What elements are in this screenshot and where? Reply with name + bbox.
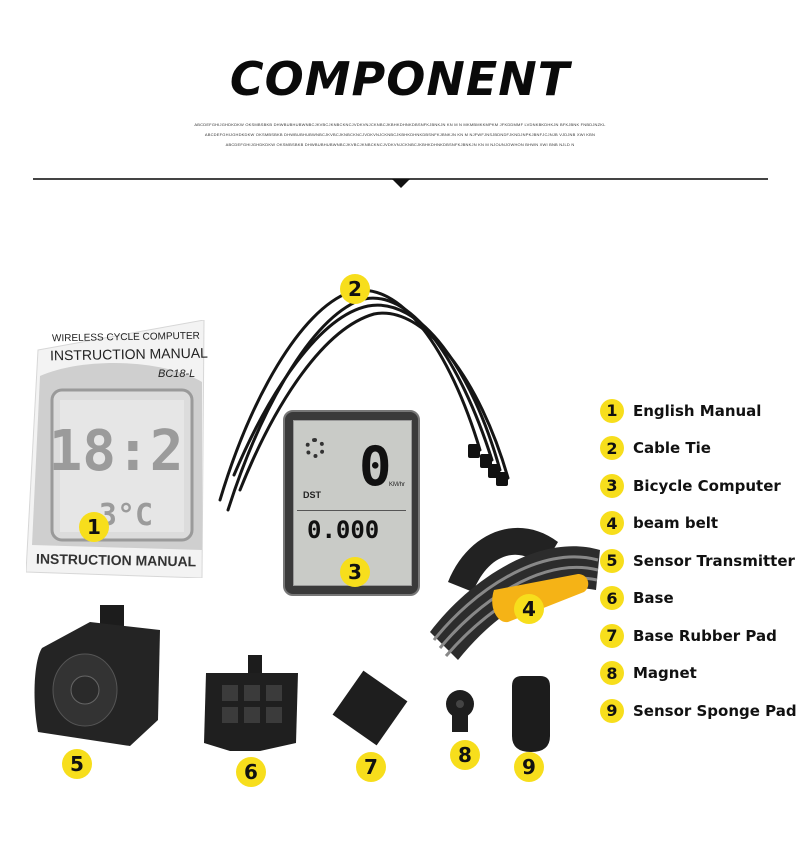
legend-badge: 3	[600, 473, 624, 498]
component-legend: 1 English Manual 2 Cable Tie 3 Bicycle C…	[600, 392, 800, 730]
badge-manual: 1	[79, 512, 109, 542]
badge-base: 6	[236, 757, 266, 787]
legend-badge: 2	[600, 436, 624, 461]
sensor-transmitter-image	[34, 605, 160, 746]
legend-item: 8 Magnet	[600, 655, 800, 693]
manual-footer: INSTRUCTION MANUAL	[35, 550, 197, 570]
legend-label: Bicycle Computer	[633, 476, 781, 495]
badge-belt: 4	[514, 594, 544, 624]
dst-label: DST	[303, 490, 321, 500]
legend-label: Base	[633, 589, 674, 608]
legend-label: English Manual	[633, 401, 762, 420]
badge-sensor: 5	[62, 749, 92, 779]
instruction-manual-image: 18:2 3°C WIRELESS CYCLE COMPUTER INSTRUC…	[26, 320, 209, 578]
legend-label: beam belt	[633, 514, 719, 533]
divider-arrow-icon	[392, 179, 410, 188]
svg-text:18:2: 18:2	[49, 419, 184, 484]
legend-badge: 8	[600, 661, 624, 686]
fine-print-line-2: ABCDEFGHIJGHDKDKW OKSMBSBKB DHWBUBHUBWNB…	[204, 132, 596, 137]
legend-item: 4 beam belt	[600, 505, 800, 543]
speed-digit: 0	[359, 435, 392, 498]
fine-print-line-3: ABCDEFGHIJGHDKDKW OKSMBSBKB DHWBUBHUBWNB…	[225, 142, 575, 147]
legend-badge: 1	[600, 398, 624, 423]
legend-badge: 7	[600, 623, 624, 648]
legend-badge: 9	[600, 698, 624, 723]
beam-belt-image	[430, 527, 600, 660]
page-title: COMPONENT	[229, 52, 571, 106]
legend-item: 2 Cable Tie	[600, 430, 800, 468]
legend-label: Base Rubber Pad	[633, 626, 777, 645]
legend-item: 9 Sensor Sponge Pad	[600, 692, 800, 730]
rubber-pad-image	[332, 670, 408, 746]
legend-item: 1 English Manual	[600, 392, 800, 430]
fine-print-line-1: ABCDEFGHIJGHDKDKW OKSMBSBKB DHWBUBHUBWNB…	[194, 122, 606, 127]
magnet-image	[446, 690, 474, 732]
badge-sponge-pad: 9	[514, 752, 544, 782]
base-image	[204, 655, 298, 751]
legend-label: Sensor Transmitter	[633, 551, 795, 570]
legend-badge: 6	[600, 586, 624, 611]
legend-item: 3 Bicycle Computer	[600, 467, 800, 505]
manual-heading-large: INSTRUCTION MANUAL	[49, 344, 209, 364]
badge-cable-tie: 2	[340, 274, 370, 304]
sponge-pad-image	[512, 676, 550, 752]
badge-magnet: 8	[450, 740, 480, 770]
legend-badge: 4	[600, 511, 624, 536]
legend-item: 6 Base	[600, 580, 800, 618]
legend-label: Magnet	[633, 664, 697, 683]
legend-item: 5 Sensor Transmitter	[600, 542, 800, 580]
manual-model: BC18-L	[158, 368, 196, 380]
legend-badge: 5	[600, 548, 624, 573]
speed-unit: KM/hr	[389, 482, 406, 488]
badge-rubber-pad: 7	[356, 752, 386, 782]
badge-computer: 3	[340, 557, 370, 587]
legend-item: 7 Base Rubber Pad	[600, 617, 800, 655]
legend-label: Sensor Sponge Pad	[633, 701, 797, 720]
legend-label: Cable Tie	[633, 439, 711, 458]
odometer-readout: 0.000	[307, 516, 380, 544]
